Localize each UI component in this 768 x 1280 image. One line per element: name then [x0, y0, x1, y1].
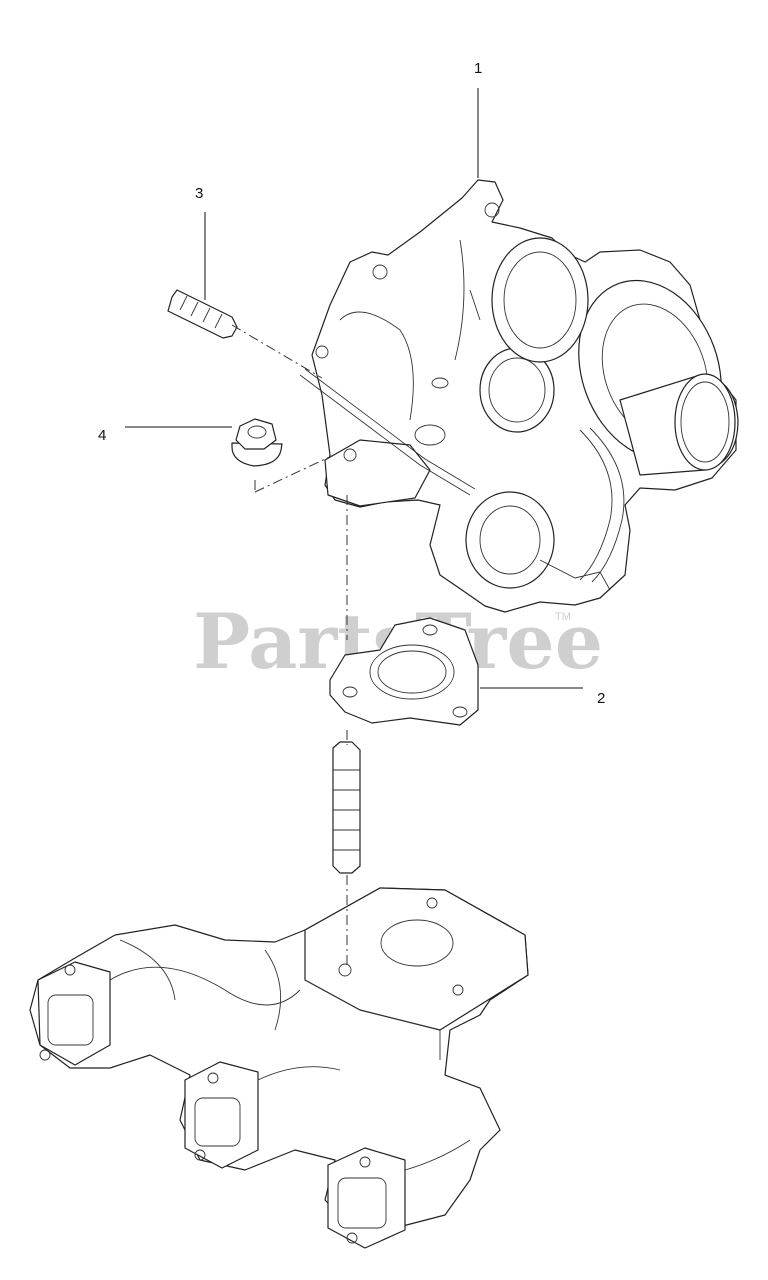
gasket-part[interactable] [329, 617, 479, 726]
flange-nut-part[interactable] [231, 418, 283, 467]
callout-3: 3 [195, 185, 203, 202]
watermark-trademark: TM [555, 611, 571, 623]
stud-part-lower[interactable] [332, 741, 361, 874]
callout-4: 4 [98, 427, 106, 444]
exhaust-manifold-part[interactable] [29, 887, 529, 1249]
turbocharger-part[interactable] [299, 179, 745, 613]
callout-2: 2 [597, 690, 605, 707]
callout-1: 1 [474, 60, 482, 77]
alignment-lines [231, 324, 348, 965]
stud-part-upper[interactable] [167, 289, 238, 339]
callout-leaders [125, 88, 583, 689]
